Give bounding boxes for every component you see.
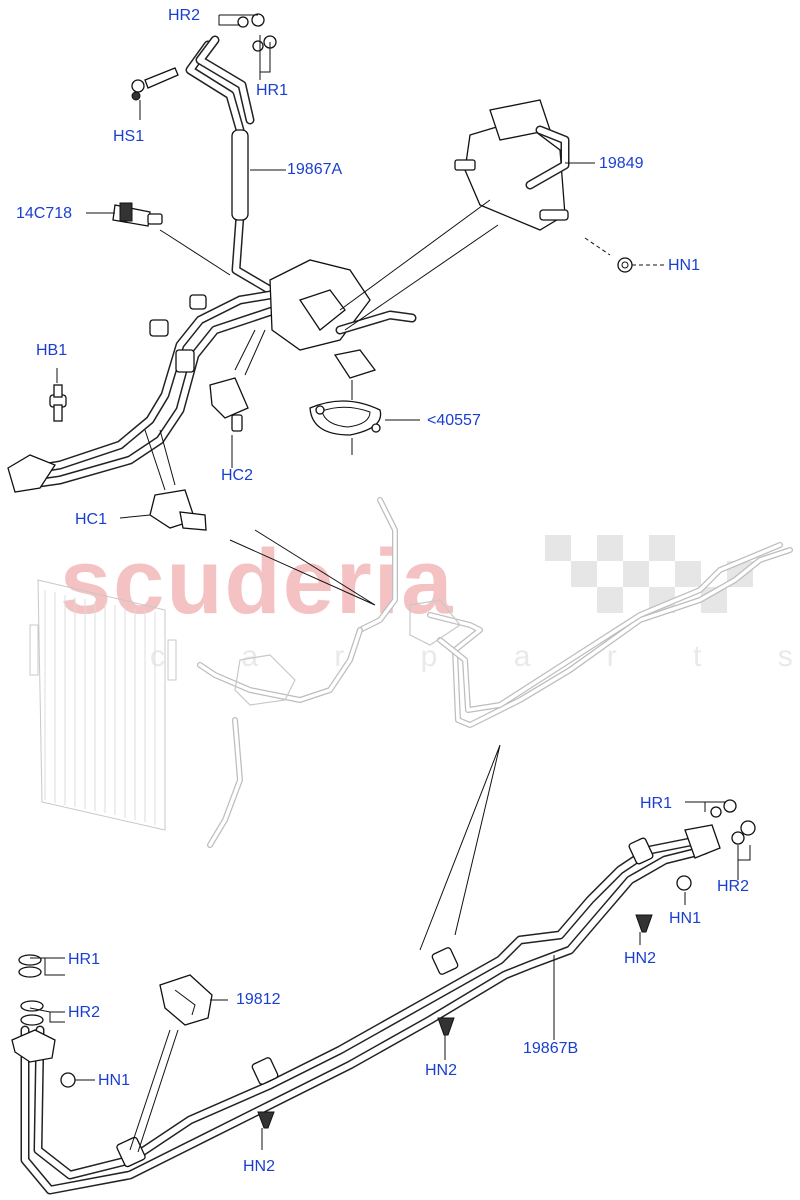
clip-19812 [159,974,213,1026]
clip-hc2 [209,377,249,432]
label-19849: 19849 [599,155,644,172]
vehicle-overview-faint [29,497,793,848]
label-hb1: HB1 [36,342,68,359]
leader-lines [29,14,751,1153]
bolt-hb1 [49,384,67,422]
fasteners-bottom [18,799,756,1129]
label-hr1-left: HR1 [68,951,101,968]
label-hn2-right: HN2 [624,950,657,967]
label-hr1-right: HR1 [640,795,673,812]
label-hn2-mid: HN2 [425,1062,458,1079]
bolt-hs1 [131,67,179,101]
label-hr2-left: HR2 [68,1004,101,1021]
label-14c718: 14C718 [16,205,73,222]
label-19867a: 19867A [287,161,343,178]
checkered-flag-watermark [545,535,753,613]
pipe-19867b [11,824,721,1195]
expansion-valve-block [269,259,417,379]
sensor-14c718 [112,202,163,227]
nut-hn1-top [617,257,633,273]
label-hr2-top: HR2 [168,7,201,24]
pipe-19867a [185,35,305,295]
label-hn1-right: HN1 [669,910,702,927]
part-19849-valve [454,99,570,231]
label-hn1-left: HN1 [98,1072,131,1089]
label-hc1: HC1 [75,511,108,528]
pipe-lower-left [7,285,305,493]
label-19812: 19812 [236,991,281,1008]
label-hr1-top: HR1 [256,82,289,99]
label-hn2-bottom: HN2 [243,1158,276,1175]
watermark-subtext: c a r p a r t s [150,640,800,673]
label-hr2-right: HR2 [717,878,750,895]
label-hc2: HC2 [221,467,254,484]
label-hn1-top: HN1 [668,257,701,274]
clip-hc1 [149,489,207,531]
gasket-40557 [309,380,382,455]
label-19867b: 19867B [523,1040,579,1057]
label-40557: <40557 [427,412,481,429]
label-hs1: HS1 [113,128,145,145]
